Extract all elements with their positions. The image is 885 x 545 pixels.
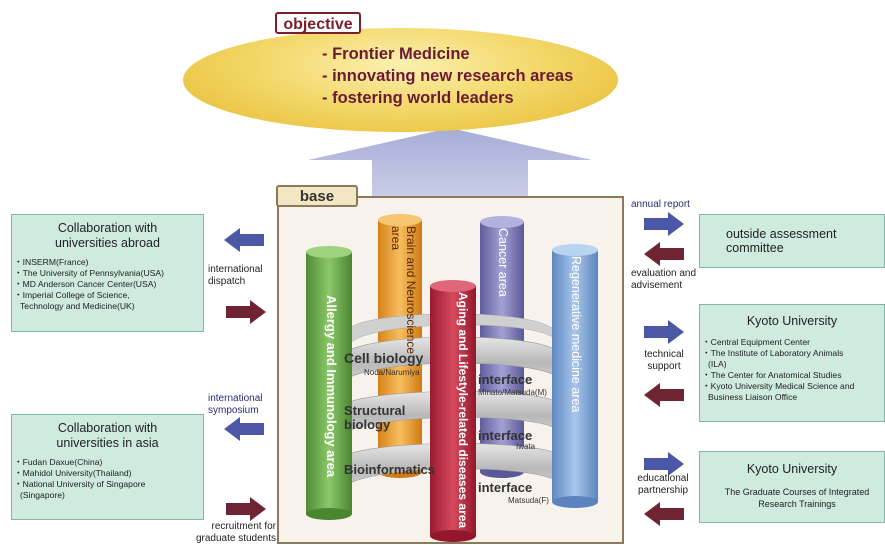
- kyoto-box-2: Kyoto University The Graduate Courses of…: [699, 451, 885, 523]
- list-item: Central Equipment Center: [708, 337, 884, 348]
- abroad-box: Collaboration with universities abroad I…: [11, 214, 204, 332]
- list-item: Kyoto University Medical Science and Bus…: [708, 381, 873, 403]
- band-label-bioinformatics: Bioinformatics: [344, 462, 436, 477]
- list-item: Mahidol University(Thailand): [20, 468, 203, 479]
- objective-item: - innovating new research areas: [322, 67, 574, 85]
- band-label-structural-biology: Structural biology: [344, 403, 406, 432]
- outside-title: outside assessment committee: [726, 227, 837, 255]
- label-international-dispatch: international dispatch: [208, 264, 263, 287]
- band-label-interface-3: interface: [478, 480, 533, 495]
- kyoto-list-1: Central Equipment Center The Institute o…: [700, 337, 884, 403]
- band-label-interface-1: interface: [478, 372, 533, 387]
- pillar-label-allergy: Allergy and Immunology area: [324, 294, 339, 478]
- pillar-label-brain: Brain and Neuroscience area: [389, 226, 418, 355]
- kyoto-title-2: Kyoto University: [746, 462, 838, 476]
- pillar-label-regenerative: Regenerative medicine area: [569, 256, 583, 413]
- arrow-right-red-1: [226, 300, 266, 324]
- arrow-left-blue-1: [224, 228, 264, 252]
- label-annual-report: annual report: [631, 199, 690, 210]
- objective-ellipse: [183, 28, 618, 132]
- band-sub-interface-2: Iwata: [516, 442, 536, 451]
- kyoto-title-1: Kyoto University: [746, 314, 838, 328]
- abroad-title: Collaboration with universities abroad: [55, 221, 160, 250]
- band-label-cell-biology: Cell biology: [344, 350, 424, 366]
- list-item: INSERM(France): [20, 257, 203, 268]
- arrow-left-red-5: [644, 502, 684, 526]
- outside-box: outside assessment committee: [699, 214, 885, 268]
- objective-item: - fostering world leaders: [322, 89, 514, 107]
- list-item: Imperial College of Science, Technology …: [20, 290, 170, 312]
- pillar-regenerative: [552, 244, 598, 508]
- list-item: Fudan Daxue(China): [20, 457, 203, 468]
- objective-list: - Frontier Medicine - innovating new res…: [322, 43, 573, 109]
- list-item: The Center for Anatomical Studies: [708, 370, 884, 381]
- list-item: The Institute of Laboratory Animals (ILA…: [708, 348, 858, 370]
- label-educational-partnership: educational partnership: [637, 473, 689, 496]
- pillar-allergy: [306, 246, 352, 520]
- base-label: base: [276, 185, 358, 207]
- asia-title: Collaboration with universities in asia: [56, 421, 159, 450]
- arrow-right-blue-4: [644, 320, 684, 344]
- list-item: MD Anderson Cancer Center(USA): [20, 279, 203, 290]
- list-item: National University of Singapore (Singap…: [20, 479, 180, 501]
- label-international-symposium: international symposium: [208, 393, 263, 416]
- abroad-list: INSERM(France) The University of Pennsyl…: [12, 257, 203, 312]
- label-recruitment: recruitment for graduate students: [195, 521, 276, 544]
- kyoto-sub-2: The Graduate Courses of Integrated Resea…: [724, 487, 870, 509]
- kyoto-box-1: Kyoto University Central Equipment Cente…: [699, 304, 885, 422]
- objective-label: objective: [275, 12, 361, 34]
- asia-box: Collaboration with universities in asia …: [11, 414, 204, 520]
- pillar-label-aging: Aging and Lifestyle-related diseases are…: [456, 292, 470, 529]
- arrow-left-red-4: [644, 383, 684, 407]
- objective-item: - Frontier Medicine: [322, 45, 470, 63]
- arrow-left-blue-2: [224, 417, 264, 441]
- band-label-interface-2: interface: [478, 428, 533, 443]
- band-sub-interface-3: Matsuda(F): [508, 496, 549, 505]
- pillar-label-cancer: Cancer area: [496, 228, 510, 297]
- arrow-right-red-2: [226, 497, 266, 521]
- arrow-left-red-3: [644, 242, 684, 266]
- arrow-right-blue-5: [644, 452, 684, 476]
- label-technical-support: technical support: [644, 349, 684, 372]
- band-sub-cell-biology: Noda/Narumiya: [364, 368, 420, 377]
- arrow-right-blue-3: [644, 212, 684, 236]
- up-arrow: [308, 128, 592, 196]
- band-sub-interface-1: Minato/Matsuda(M): [478, 388, 547, 397]
- pillar-aging: [430, 280, 476, 542]
- label-evaluation: evaluation and advisement: [631, 268, 697, 291]
- list-item: The University of Pennsylvania(USA): [20, 268, 203, 279]
- asia-list: Fudan Daxue(China) Mahidol University(Th…: [12, 457, 203, 501]
